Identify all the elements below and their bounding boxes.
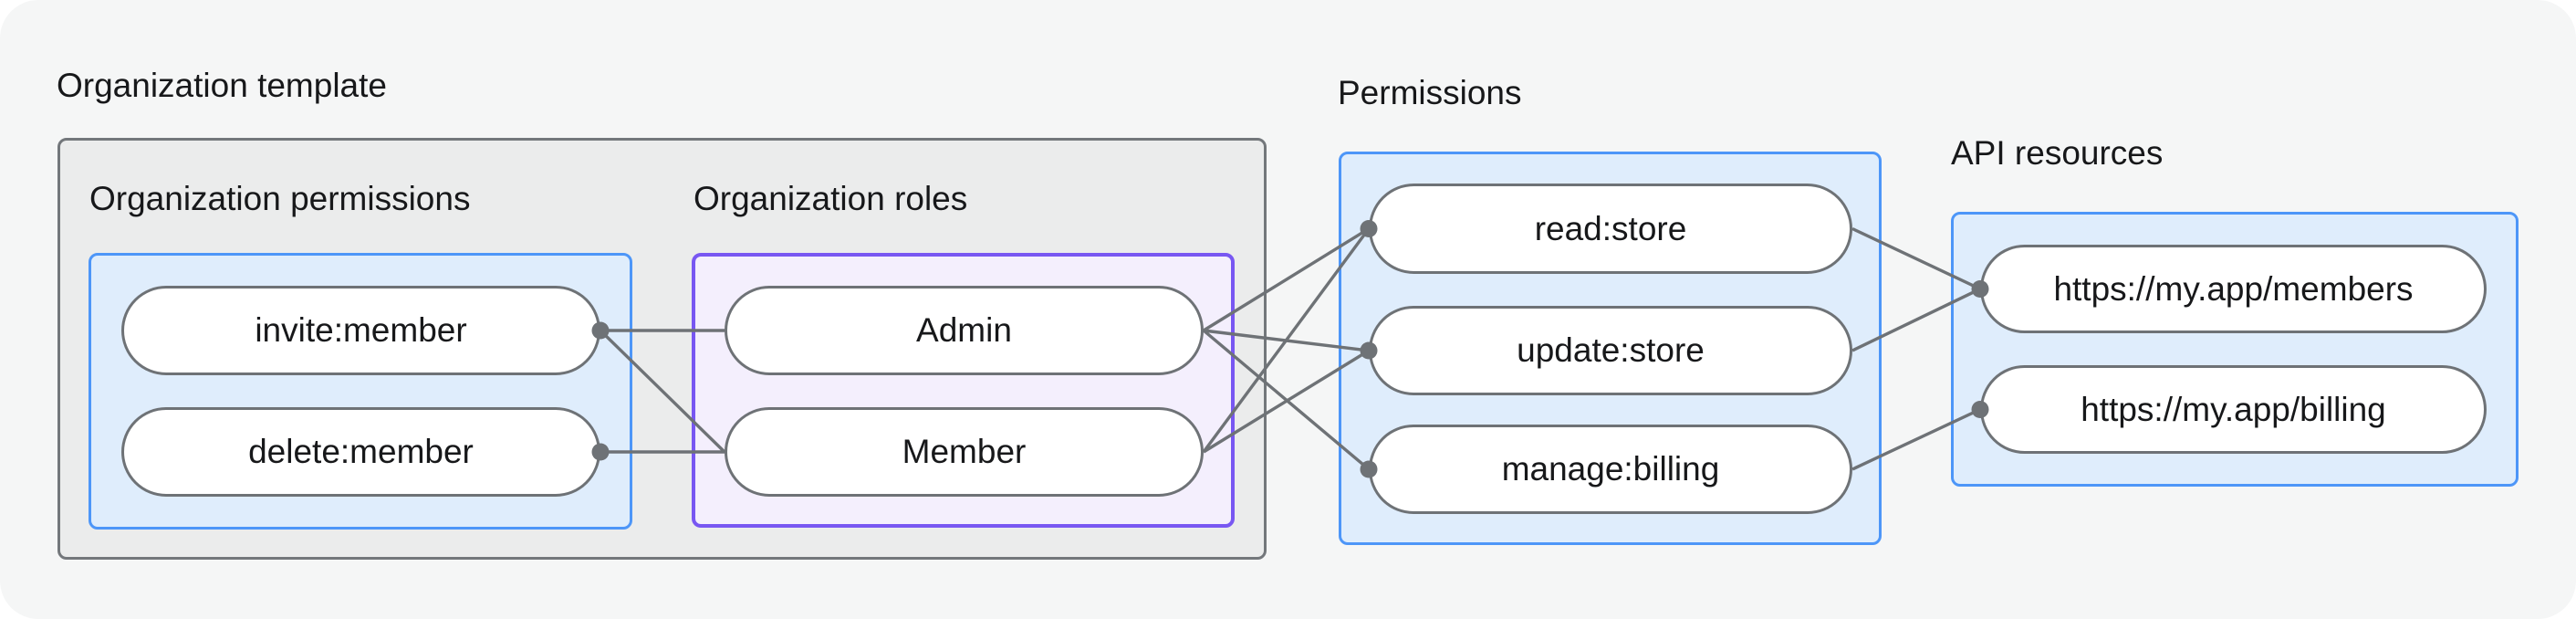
api-resources-label: API resources [1951,134,2164,172]
permission-pill-invite-member: invite:member [121,286,600,375]
organization-template-label: Organization template [57,67,387,104]
api-resource-pill-members-url: https://my.app/members [1980,245,2487,333]
role-pill-admin: Admin [725,286,1204,375]
permission-pill-delete-member: delete:member [121,407,600,497]
organization-roles-label: Organization roles [694,180,968,217]
api-resource-pill-billing-url: https://my.app/billing [1980,365,2487,454]
permissions-label: Permissions [1338,74,1522,111]
permission-pill-read-store: read:store [1369,184,1852,274]
organization-permissions-label: Organization permissions [89,180,471,217]
permission-pill-update-store: update:store [1369,306,1852,395]
permission-pill-manage-billing: manage:billing [1369,425,1852,514]
role-pill-member: Member [725,407,1204,497]
